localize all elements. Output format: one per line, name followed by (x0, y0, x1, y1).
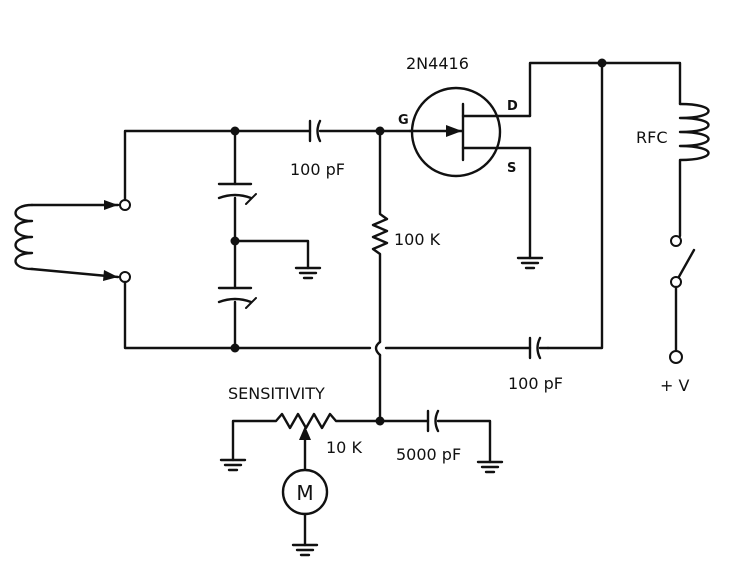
rfc-label: RFC (636, 128, 668, 147)
coil-socket-top (119, 199, 131, 211)
sensitivity-value-label: 10 K (326, 438, 362, 457)
fet-part-number: 2N4416 (406, 54, 469, 73)
drain-pin-label: D (507, 99, 518, 114)
junction (230, 126, 240, 136)
gate-resistor-label: 100 K (394, 230, 441, 249)
coil-socket-bottom (119, 271, 131, 283)
split-stator-capacitor (217, 182, 257, 309)
sensitivity-label: SENSITIVITY (228, 384, 325, 403)
ground-rotor-icon (294, 266, 322, 280)
ground-pot-icon (219, 458, 247, 472)
bypass-capacitor-label: 5000 pF (396, 445, 461, 464)
junction (230, 343, 240, 353)
junction (597, 58, 607, 68)
ground-bypass-icon (476, 460, 504, 474)
rfc-capacitor-label: 100 pF (508, 374, 563, 393)
meter (281, 468, 329, 547)
fet-symbol (408, 86, 532, 178)
ground-meter-icon (291, 543, 319, 557)
gate-resistor (371, 129, 389, 423)
power-switch (669, 235, 696, 364)
pickup-coil (14, 200, 120, 281)
gate-capacitor-label: 100 pF (290, 160, 345, 179)
source-pin-label: S (507, 161, 516, 176)
gate-pin-label: G (398, 113, 409, 128)
rfc-coupling-capacitor (384, 336, 550, 360)
rfc-choke (678, 102, 710, 238)
meter-label: M (296, 481, 313, 505)
junction (230, 236, 240, 246)
supply-label: + V (660, 376, 689, 395)
sensitivity-potentiometer (231, 412, 382, 472)
gate-coupling-capacitor (308, 119, 412, 143)
bypass-capacitor (378, 409, 492, 464)
ground-source-icon (516, 256, 544, 270)
